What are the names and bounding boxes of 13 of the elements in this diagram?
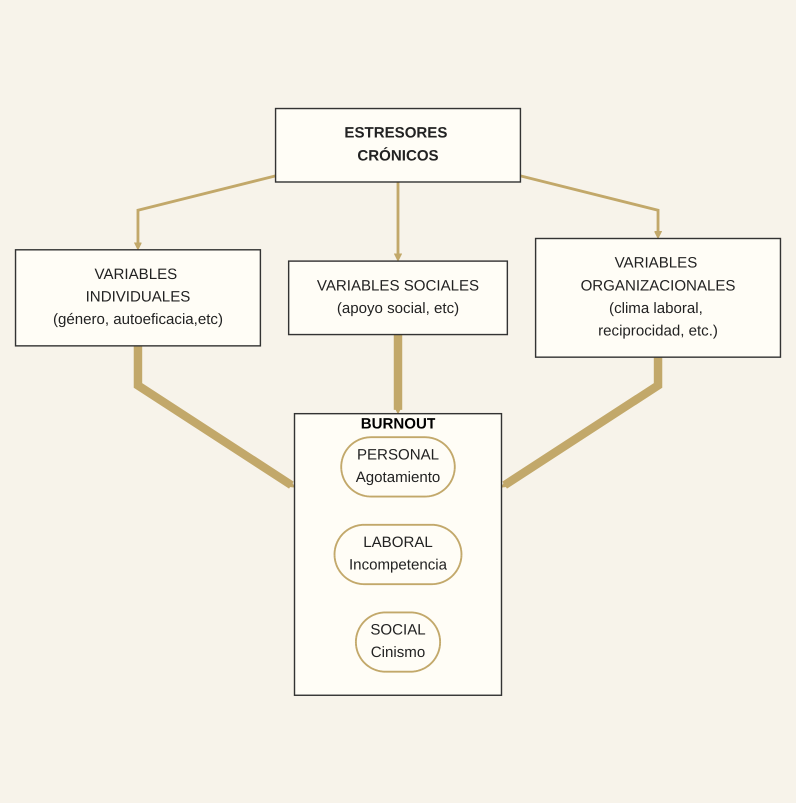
node-box: VARIABLES INDIVIDUALES (género, autoeficacia,etc) <box>14 248 262 346</box>
node-text: PERSONAL Agotamiento <box>356 446 440 486</box>
node-text: SOCIAL Cinismo <box>370 622 426 660</box>
node-box: VARIABLES ORGANIZACIONALES (clima laboral, reciprocidad, etc.) <box>534 237 782 358</box>
arrow <box>501 356 662 488</box>
arrow <box>134 174 276 250</box>
arrow <box>520 174 662 238</box>
node-box: ESTRESORES CRÓNICOS <box>274 107 522 182</box>
arrow <box>394 182 402 262</box>
node-text: LABORAL Incompetencia <box>349 534 447 573</box>
arrow <box>134 345 295 488</box>
node-box: VARIABLES SOCIALES (apoyo social, etc) <box>288 260 508 335</box>
arrow <box>394 334 402 414</box>
